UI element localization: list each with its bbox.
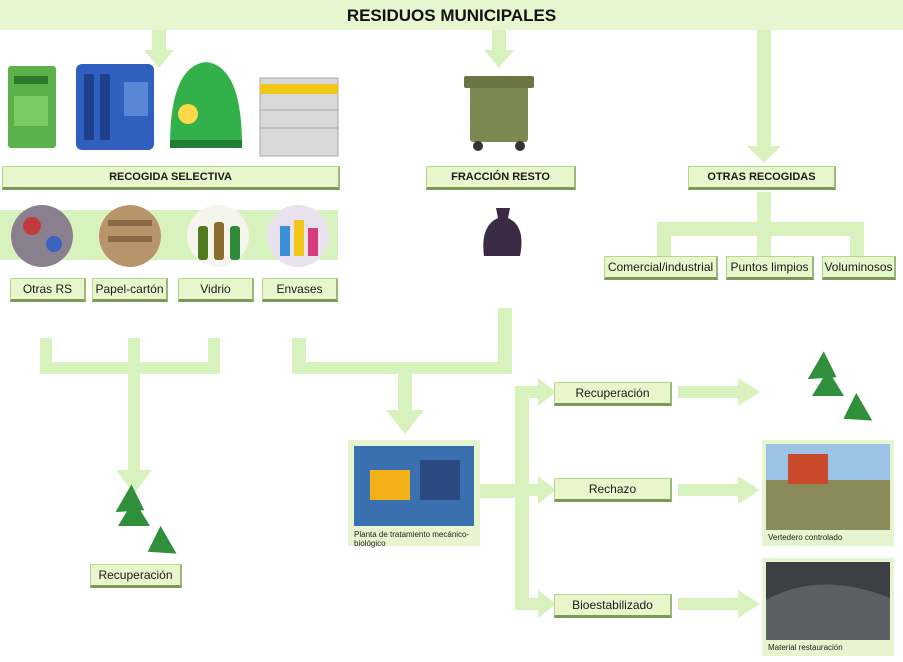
- rest-fraction-label: FRACCIÓN RESTO: [426, 166, 576, 190]
- green-bin-icon: [8, 66, 56, 148]
- clean-points-label: Puntos limpios: [726, 256, 814, 280]
- paper-cardboard-label: Papel-cartón: [92, 278, 168, 302]
- mixed-waste-photo: [11, 205, 73, 267]
- garbage-bag-icon: [483, 208, 522, 256]
- recovery-left-label: Recuperación: [90, 564, 182, 588]
- waste-bin-icon: [464, 76, 534, 151]
- recycle-icon: [115, 484, 177, 554]
- glass-bottles-photo: [187, 205, 249, 267]
- landfill-photo: [762, 440, 894, 546]
- cardboard-photo: [99, 205, 161, 267]
- output-recovery-label: Recuperación: [554, 382, 672, 406]
- commercial-industrial-label: Comercial/industrial: [604, 256, 718, 280]
- title-band: [0, 0, 903, 30]
- restoration-caption: Material restauración: [768, 643, 843, 652]
- output-biostabilized-label: Bioestabilizado: [554, 594, 672, 618]
- plant-caption: Planta de tratamiento mecánico-biológico: [354, 530, 470, 548]
- glass-label: Vidrio: [178, 278, 254, 302]
- bulky-waste-label: Voluminosos: [822, 256, 896, 280]
- plant-photo: [348, 440, 480, 546]
- output-reject-label: Rechazo: [554, 478, 672, 502]
- other-collections-label: OTRAS RECOGIDAS: [688, 166, 836, 190]
- selective-collection-label: RECOGIDA SELECTIVA: [2, 166, 340, 190]
- otras-rs-label: Otras RS: [10, 278, 86, 302]
- packaging-label: Envases: [262, 278, 338, 302]
- restoration-photo: [762, 558, 894, 656]
- diagram-title: RESIDUOS MUNICIPALES: [346, 6, 557, 25]
- glass-igloo-icon: [170, 62, 242, 148]
- paper-container-icon: [76, 64, 154, 150]
- packaging-photo: [267, 205, 329, 267]
- packaging-container-icon: [259, 77, 339, 157]
- landfill-caption: Vertedero controlado: [768, 533, 843, 542]
- recycle-icon-right: [807, 351, 873, 421]
